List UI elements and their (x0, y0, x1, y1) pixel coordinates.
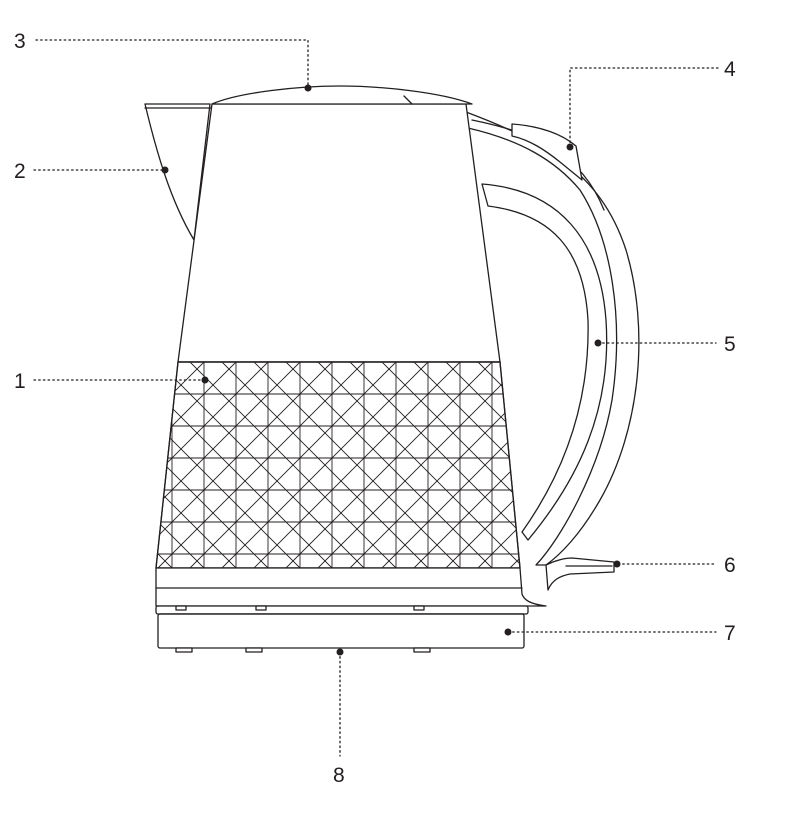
callout-label-5: 5 (724, 333, 736, 356)
pattern-line (156, 362, 205, 568)
pattern-line (349, 362, 520, 568)
callout-label-4: 4 (724, 58, 736, 81)
callout-label-7: 7 (724, 622, 736, 645)
pattern-line (670, 362, 789, 568)
callout-labels: 1 2 3 4 5 6 7 8 (14, 30, 736, 787)
pattern-line (381, 362, 520, 568)
pattern-line (638, 362, 789, 568)
pattern-line (157, 362, 365, 568)
callout-label-6: 6 (724, 554, 736, 577)
pattern-line (445, 362, 520, 568)
callout-leaders (33, 39, 719, 757)
pattern-line (156, 362, 237, 568)
power-base (155, 605, 529, 653)
pattern-line (156, 362, 173, 568)
pattern-line (156, 362, 333, 568)
pattern-line (638, 362, 789, 568)
callout-label-3: 3 (14, 30, 26, 53)
textured-body-pattern (156, 362, 789, 568)
power-switch (511, 123, 583, 181)
callout-label-1: 1 (14, 370, 26, 393)
pattern-line (702, 362, 789, 568)
pattern-line (221, 362, 429, 568)
callout-label-8: 8 (333, 764, 345, 787)
pattern-line (670, 362, 789, 568)
lid (211, 85, 473, 105)
pattern-line (445, 362, 520, 568)
kettle-body (155, 103, 521, 569)
pattern-line (702, 362, 789, 568)
pattern-line (156, 362, 173, 568)
pattern-line (156, 362, 301, 568)
pattern-line (734, 362, 789, 568)
pattern-line (285, 362, 493, 568)
water-gauge (545, 557, 615, 591)
pattern-line (734, 362, 789, 568)
pattern-line (156, 362, 237, 568)
pattern-line (253, 362, 461, 568)
pattern-line (189, 362, 397, 568)
pattern-line (317, 362, 520, 568)
pattern-line (477, 362, 520, 568)
body-rim (155, 567, 547, 607)
callout-label-2: 2 (14, 160, 26, 183)
